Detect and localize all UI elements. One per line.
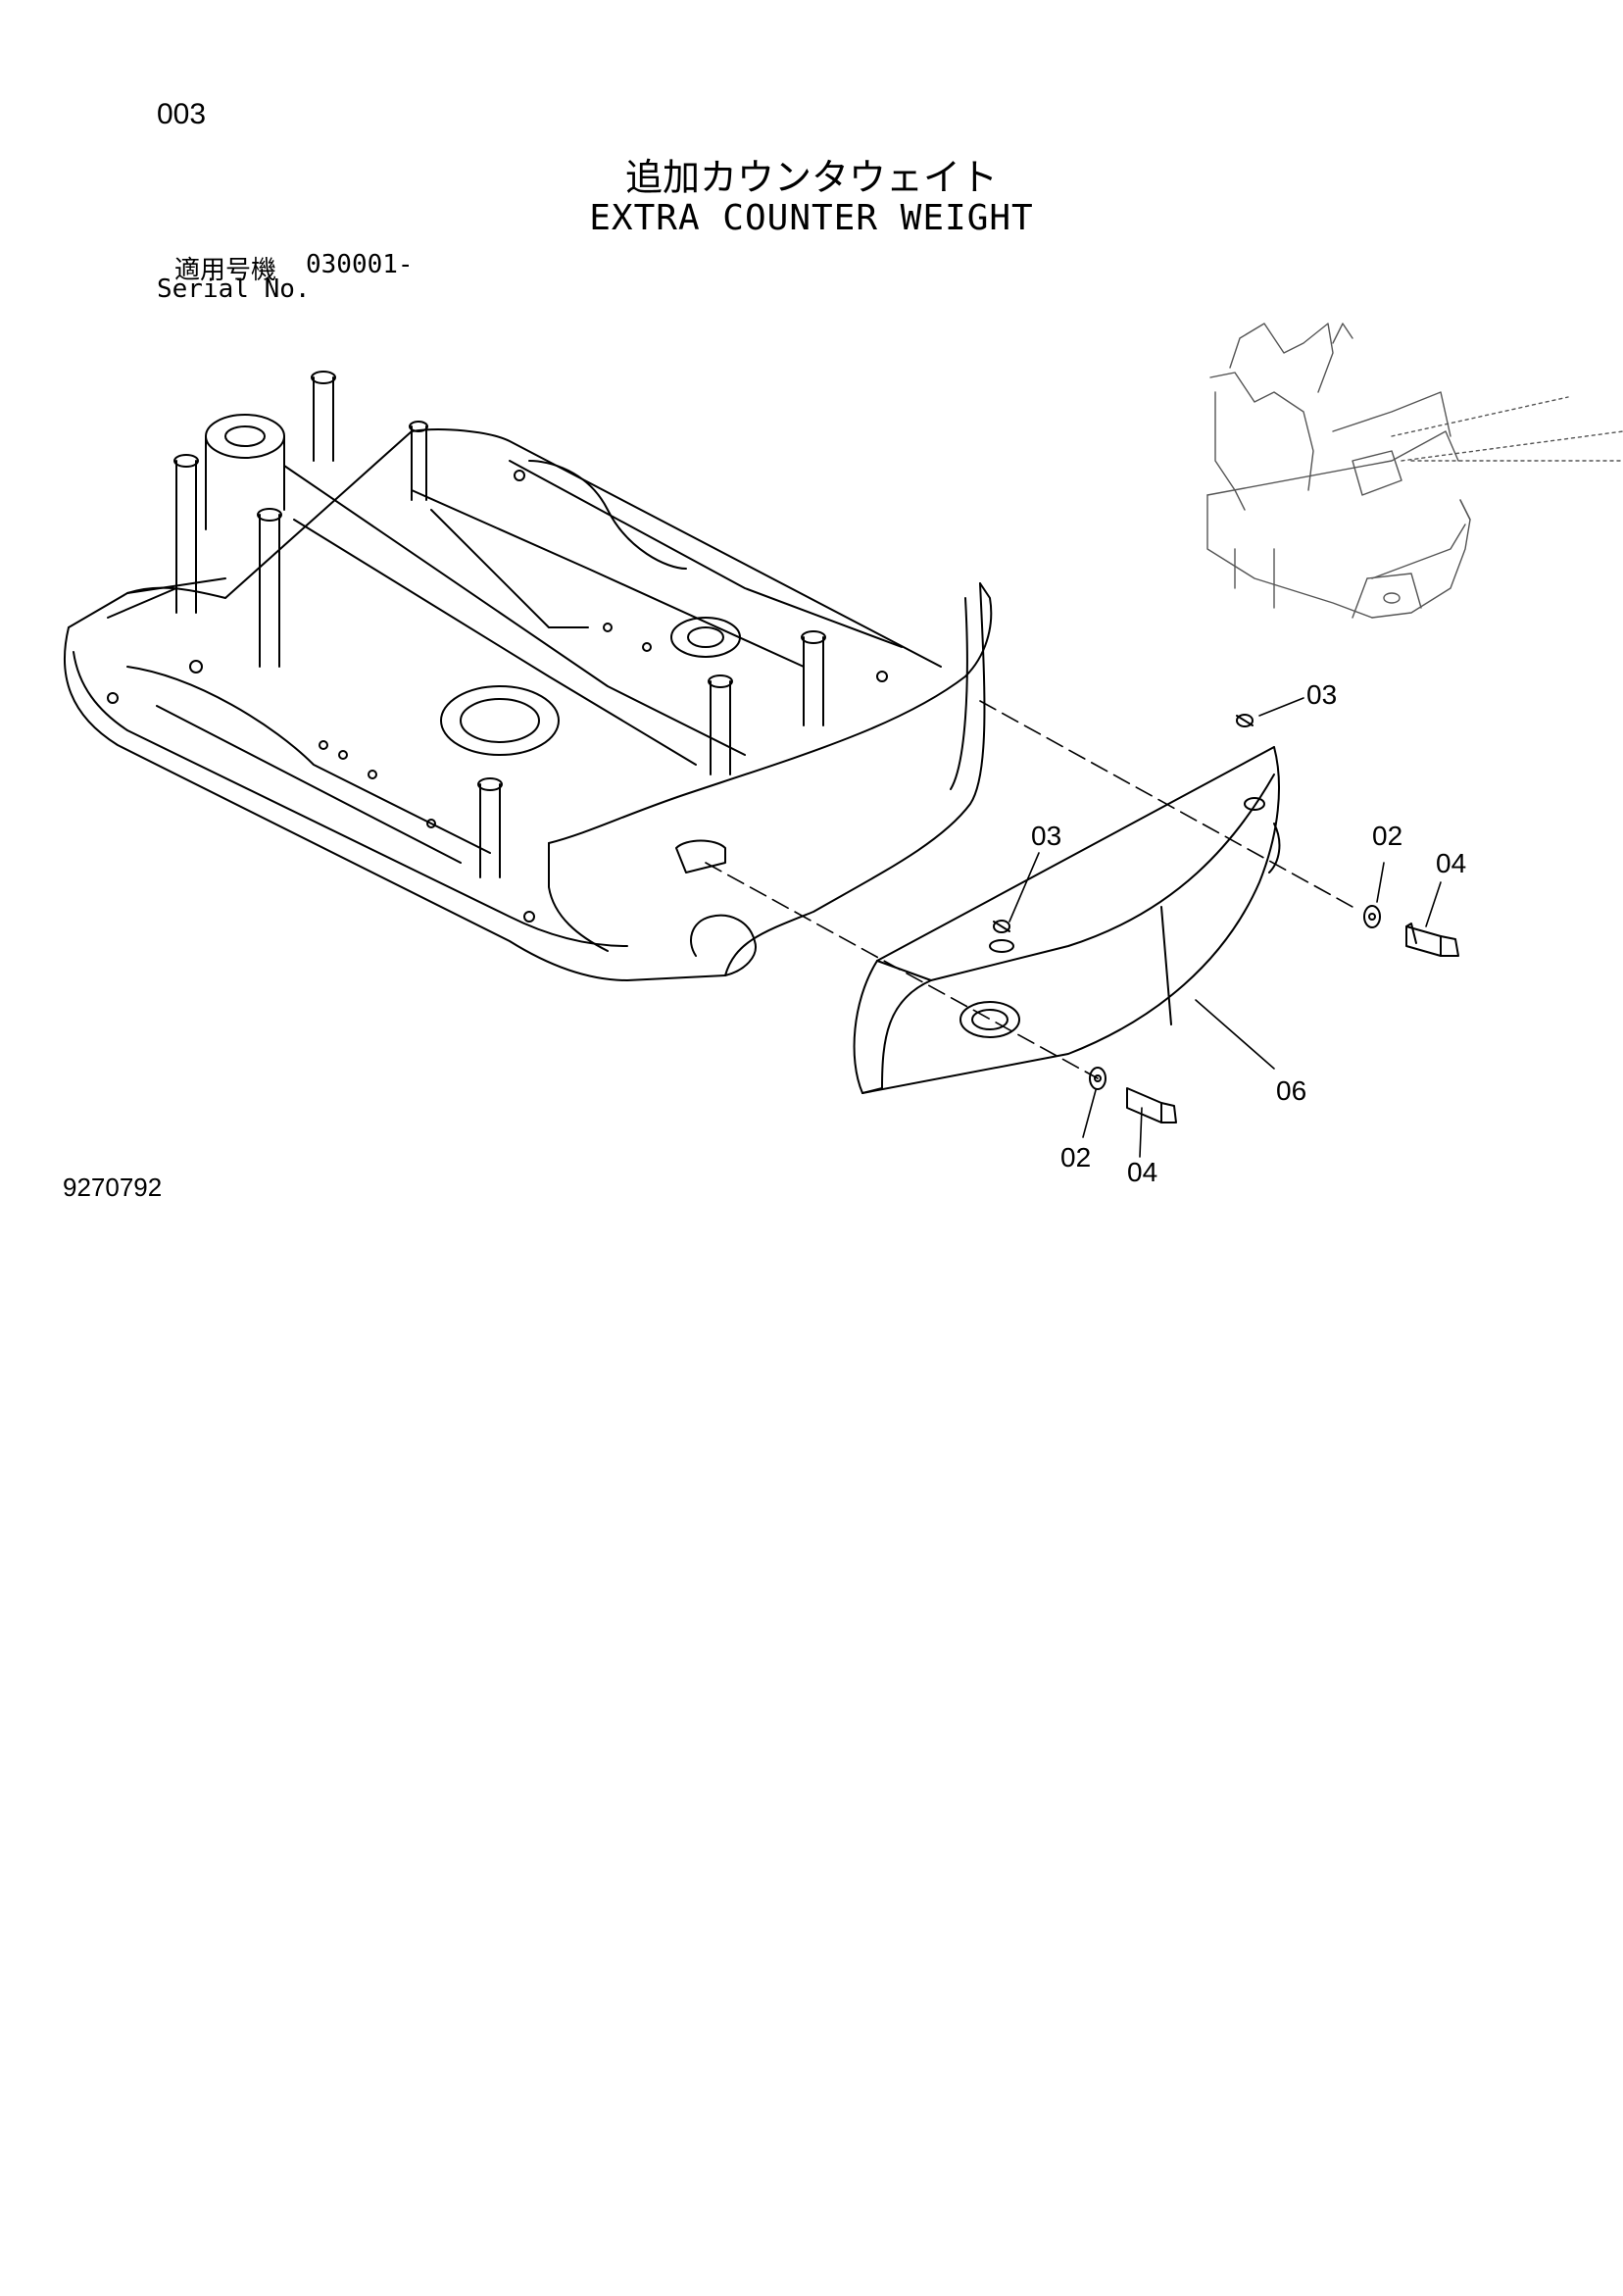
serial-number-range: 030001- — [306, 250, 414, 279]
callout-02-lower: 02 — [1060, 1142, 1091, 1173]
fasteners — [993, 714, 1459, 1123]
location-inset — [1206, 323, 1623, 619]
serial-label-english: Serial No. — [157, 275, 311, 304]
callout-06: 06 — [1276, 1075, 1306, 1106]
callout-03-lower: 03 — [1031, 821, 1061, 851]
title-english: EXTRA COUNTER WEIGHT — [589, 198, 1034, 238]
serial-label-japanese: 適用号機 — [174, 256, 277, 285]
callout-02-right: 02 — [1372, 821, 1402, 851]
callout-03-upper: 03 — [1306, 679, 1337, 710]
drawing-number: 9270792 — [63, 1173, 163, 1202]
revolving-frame — [63, 371, 993, 981]
callout-labels: 03 03 02 04 06 02 04 — [1031, 679, 1466, 1187]
page-number: 003 — [157, 98, 207, 130]
callout-04-lower: 04 — [1127, 1157, 1157, 1187]
assembly-guide-lines — [705, 700, 1353, 1079]
callout-04-right: 04 — [1436, 848, 1466, 878]
extra-counter-weight — [853, 746, 1281, 1094]
leader-lines — [1008, 697, 1442, 1158]
title-japanese: 追加カウンタウェイト — [624, 156, 998, 199]
